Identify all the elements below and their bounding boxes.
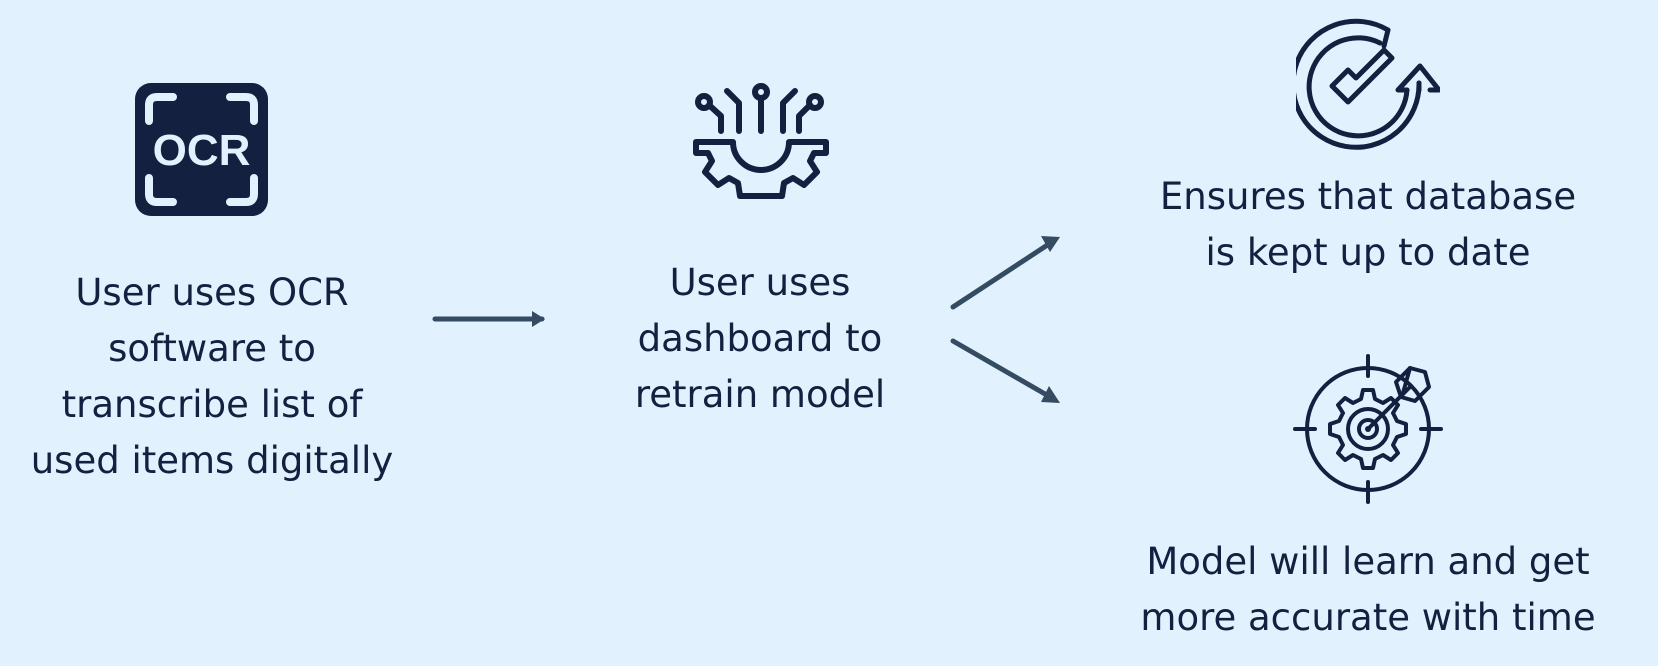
caption-line: transcribe list of [61,383,363,426]
caption-line: software to [108,327,316,370]
caption-line: Ensures that database [1159,175,1577,218]
step-dashboard-caption: User uses dashboard to retrain model [560,255,960,423]
refresh-check-icon [1296,18,1440,150]
ocr-icon: OCR [135,83,268,216]
caption-line: Model will learn and get [1146,540,1590,583]
caption-line: used items digitally [30,439,394,482]
caption-line: User uses [669,261,851,304]
step-model-caption: Model will learn and get more accurate w… [1098,534,1638,646]
caption-line: User uses OCR [75,271,349,314]
ocr-icon-label: OCR [153,126,251,175]
caption-line: is kept up to date [1205,231,1531,274]
caption-line: retrain model [634,373,886,416]
arrow-dashboard-to-model [950,338,1055,401]
circuit-gear-icon [693,83,829,199]
caption-line: dashboard to [637,317,883,360]
arrow-dashboard-to-database [950,239,1055,310]
step-database-caption: Ensures that database is kept up to date [1118,169,1618,281]
step-ocr-caption: User uses OCR software to transcribe lis… [12,265,412,489]
caption-line: more accurate with time [1140,596,1596,639]
gear-target-icon [1293,354,1443,504]
